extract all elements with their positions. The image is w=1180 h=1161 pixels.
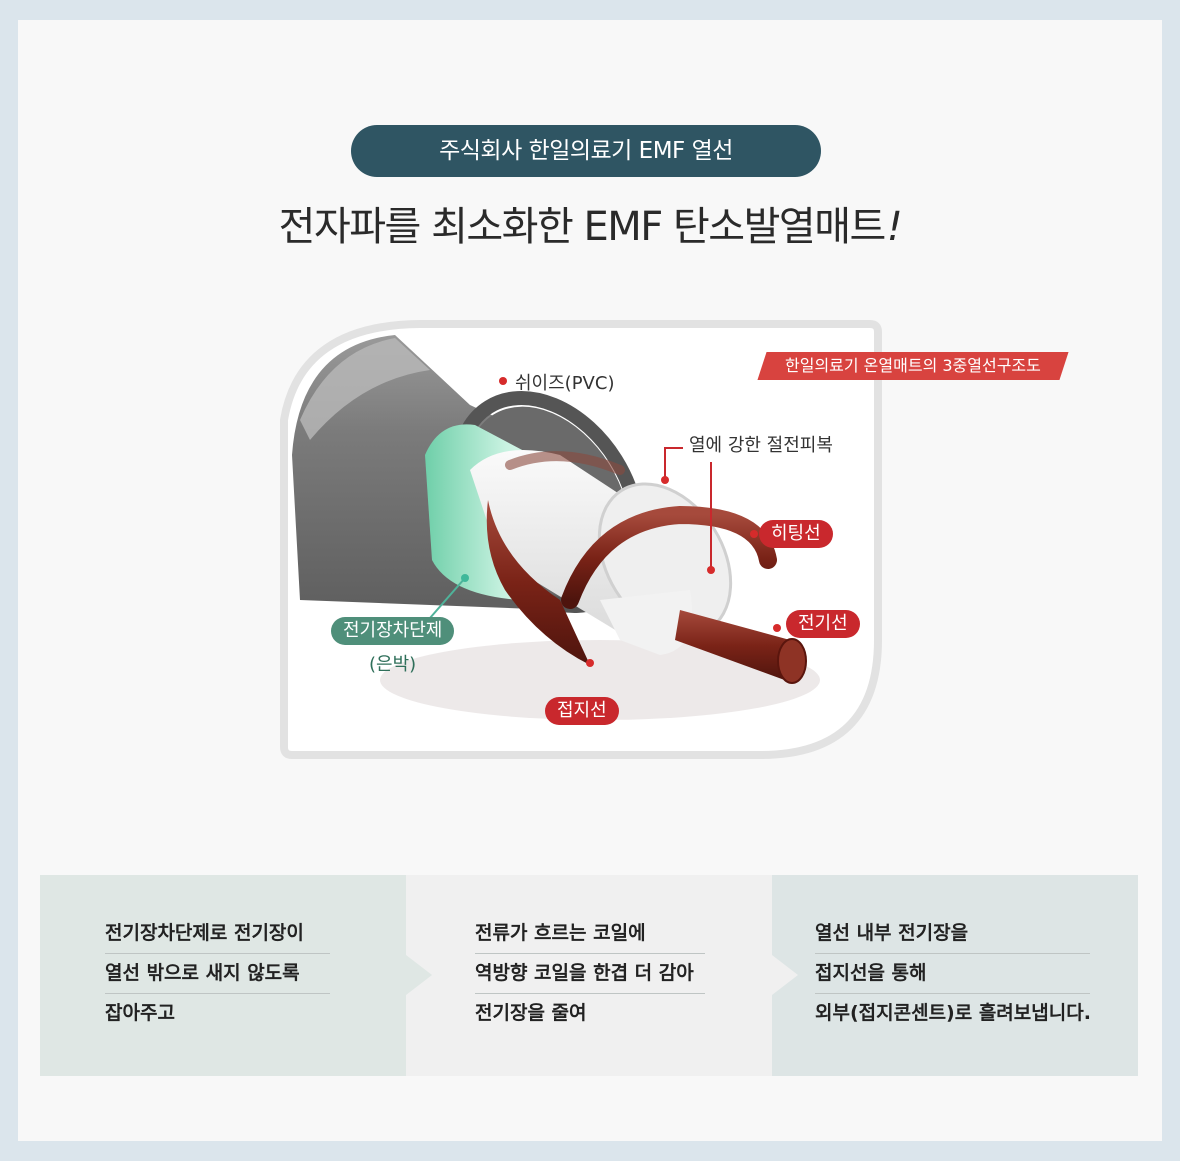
dot-power bbox=[773, 624, 781, 632]
label-insulation: 열에 강한 절전피복 bbox=[689, 435, 833, 456]
box1-line-1: 전기장차단제로 전기장이 bbox=[105, 913, 330, 954]
dot-heating bbox=[707, 566, 715, 574]
headline-exclamation: ! bbox=[886, 204, 903, 250]
tag-heating-wire: 히팅선 bbox=[759, 520, 833, 548]
page-headline: 전자파를 최소화한 EMF 탄소발열매트! bbox=[0, 194, 1180, 252]
dot-heating-label bbox=[750, 530, 758, 538]
info-boxes: 전기장차단제로 전기장이 열선 밖으로 새지 않도록 잡아주고 전류가 흐르는 … bbox=[40, 875, 1138, 1076]
box2-line-1: 전류가 흐르는 코일에 bbox=[475, 913, 705, 954]
tag-ground-wire: 접지선 bbox=[545, 697, 619, 725]
box1-line-2: 열선 밖으로 새지 않도록 bbox=[105, 953, 330, 994]
tag-shield: 전기장차단제 bbox=[331, 617, 455, 645]
box2-line-2: 역방향 코일을 한겹 더 감아 bbox=[475, 953, 705, 994]
label-shield-sub: (은박) bbox=[369, 654, 417, 675]
sheath-highlight bbox=[300, 338, 430, 440]
ground-strip bbox=[486, 500, 590, 665]
box2-line-3: 전기장을 줄여 bbox=[475, 1002, 587, 1024]
box3-line-1: 열선 내부 전기장을 bbox=[815, 913, 1090, 954]
dot-insulation bbox=[661, 476, 669, 484]
info-box-ground: 열선 내부 전기장을 접지선을 통해 외부(접지콘센트)로 흘려보냅니다. bbox=[772, 875, 1138, 1076]
structure-banner: 한일의료기 온열매트의 3중열선구조도 bbox=[757, 352, 1069, 380]
company-pill: 주식회사 한일의료기 EMF 열선 bbox=[351, 125, 821, 177]
info-box-coil: 전류가 흐르는 코일에 역방향 코일을 한겹 더 감아 전기장을 줄여 bbox=[406, 875, 772, 1076]
cable-diagram bbox=[280, 320, 882, 759]
tag-power-wire: 전기선 bbox=[786, 610, 860, 638]
leader-insulation bbox=[664, 447, 683, 480]
arrow-2-icon bbox=[772, 955, 798, 995]
cable-shadow bbox=[380, 640, 820, 720]
box3-line-2: 접지선을 통해 bbox=[815, 953, 1090, 994]
label-sheath: 쉬이즈(PVC) bbox=[515, 373, 615, 394]
dot-ground bbox=[586, 659, 594, 667]
power-wire bbox=[675, 610, 798, 682]
dot-shield bbox=[461, 574, 469, 582]
box1-line-3: 잡아주고 bbox=[105, 1002, 175, 1024]
info-box-shield: 전기장차단제로 전기장이 열선 밖으로 새지 않도록 잡아주고 bbox=[40, 875, 406, 1076]
headline-text: 전자파를 최소화한 EMF 탄소발열매트 bbox=[278, 204, 887, 250]
leader-shield bbox=[429, 577, 466, 619]
power-wire-end bbox=[777, 638, 807, 684]
heating-coil-back bbox=[505, 451, 625, 475]
dot-sheath bbox=[499, 377, 507, 385]
box3-line-3: 외부(접지콘센트)로 흘려보냅니다. bbox=[815, 1002, 1091, 1024]
arrow-1-icon bbox=[406, 955, 432, 995]
core-sleeve bbox=[600, 590, 692, 655]
